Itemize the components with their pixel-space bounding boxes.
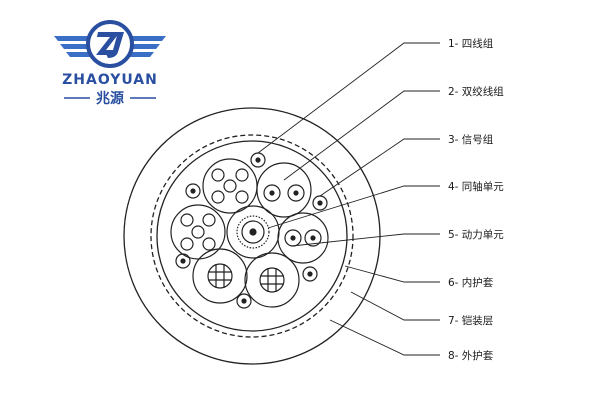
label-quad-group: 1- 四线组 [448, 37, 494, 50]
leader-line-3 [319, 138, 440, 197]
leader-line-8 [329, 319, 440, 356]
label-outer-sheath: 8- 外护套 [448, 349, 494, 362]
coax-unit [226, 205, 280, 259]
twisted-pair-top-right [256, 162, 312, 218]
label-armor-layer: 7- 铠装层 [448, 314, 493, 327]
power-unit-right [244, 252, 300, 308]
armor-layer [150, 134, 354, 338]
twisted-pair-right [277, 212, 329, 264]
quad-group-top [202, 158, 258, 214]
leader-line-6 [344, 265, 440, 283]
logo-zj-mark [96, 32, 124, 58]
brand-chinese-name: 兆源 [96, 90, 124, 107]
label-twisted-pair-group: 2- 双绞线组 [448, 85, 504, 98]
label-inner-sheath: 6- 内护套 [448, 276, 494, 289]
label-signal-group: 3- 信号组 [448, 133, 494, 146]
label-coax-unit: 4- 同轴单元 [448, 180, 504, 193]
leader-line-4 [267, 185, 440, 229]
leader-line-2 [283, 90, 440, 181]
inner-sheath [156, 140, 348, 332]
leader-line-7 [350, 291, 440, 321]
leader-line-5 [291, 233, 440, 247]
quad-group-left [170, 204, 226, 260]
outer-sheath [123, 107, 381, 365]
power-unit-left [192, 248, 248, 304]
zhaoyuan-logo: ZHAOYUAN 兆源 [54, 20, 166, 107]
brand-name: ZHAOYUAN [62, 72, 158, 88]
logo-wings [54, 36, 166, 57]
label-power-unit: 5- 动力单元 [448, 228, 504, 241]
leader-line-1 [257, 42, 440, 154]
